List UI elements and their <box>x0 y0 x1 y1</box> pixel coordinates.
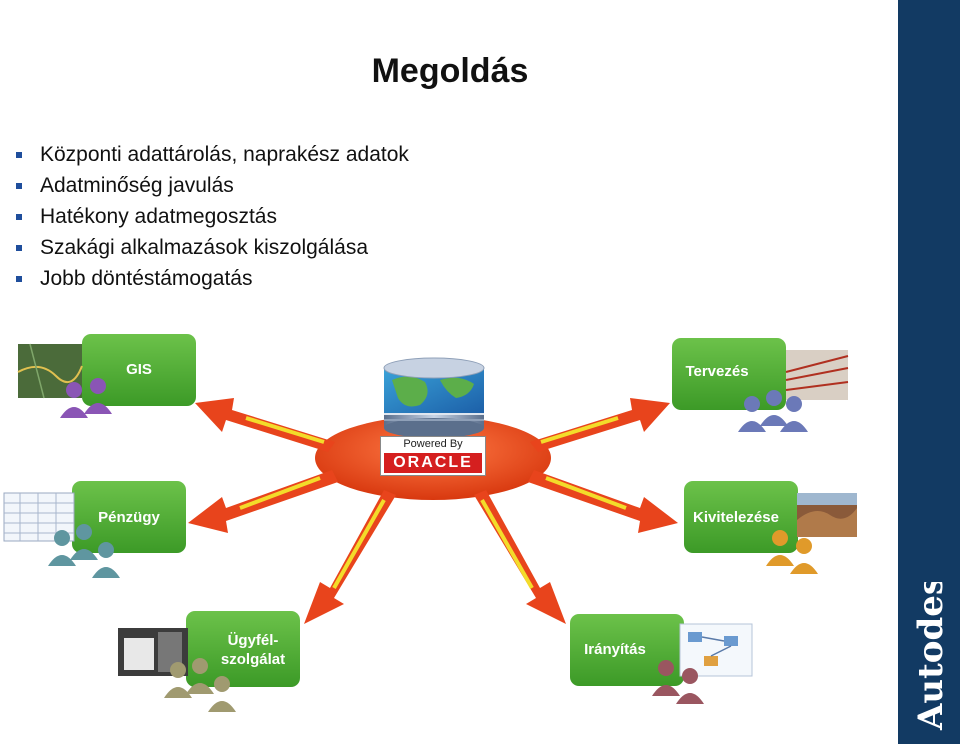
bullet-item: Hatékony adatmegosztás <box>14 201 409 232</box>
arrow-kivitelezes <box>528 470 678 533</box>
people-group-icon-penzugy <box>48 524 120 578</box>
node-label-penzugy: Pénzügy <box>98 509 160 526</box>
bullet-square-icon <box>16 152 22 158</box>
arrow-penzugy <box>188 470 338 533</box>
node-iranyitas <box>570 614 684 686</box>
node-penzugy <box>72 481 186 553</box>
arrow-ugyfelszolgalat <box>304 490 396 624</box>
bullet-square-icon <box>16 214 22 220</box>
network-diagram-thumbnail <box>679 623 753 677</box>
node-label-kivitelezes: Kivitelezése <box>693 509 779 526</box>
office-photo-thumbnail <box>118 628 188 676</box>
autodesk-logo-text: Autodesk <box>911 582 950 731</box>
node-label-ugyfelszolgalat-line2: szolgálat <box>220 651 286 668</box>
arrow-tervezes <box>530 398 670 452</box>
bullet-item: Jobb döntéstámogatás <box>14 263 409 294</box>
terrain-photo-thumbnail <box>797 493 857 537</box>
bullet-text: Hatékony adatmegosztás <box>40 205 277 228</box>
arrow-iranyitas <box>474 490 566 624</box>
database-cylinder-icon <box>383 357 485 438</box>
node-kivitelezes <box>684 481 798 553</box>
bullet-square-icon <box>16 245 22 251</box>
bullet-text: Adatminőség javulás <box>40 174 234 197</box>
node-label-gis: GIS <box>126 361 152 378</box>
bullet-text: Központi adattárolás, naprakész adatok <box>40 143 409 166</box>
bullet-text: Jobb döntéstámogatás <box>40 267 253 290</box>
powered-by-text: Powered By <box>403 438 463 450</box>
people-group-icon-gis <box>60 378 112 418</box>
oracle-badge: Powered By ORACLE <box>380 436 486 476</box>
arrow-gis <box>195 398 335 452</box>
bullet-item: Szakági alkalmazások kiszolgálása <box>14 232 409 263</box>
oracle-logo: ORACLE <box>384 453 482 473</box>
bullet-item: Adatminőség javulás <box>14 170 409 201</box>
bullet-square-icon <box>16 183 22 189</box>
people-group-icon-tervezes <box>738 390 808 432</box>
people-group-icon-iranyitas <box>652 660 704 704</box>
hub-diagram <box>3 334 857 712</box>
brand-sidebar <box>898 0 960 744</box>
node-gis <box>82 334 196 406</box>
autodesk-logo: Autodesk <box>911 582 950 731</box>
bullet-square-icon <box>16 276 22 282</box>
node-label-tervezes: Tervezés <box>685 363 749 380</box>
page-title: Megoldás <box>371 52 529 90</box>
design-thumbnail <box>785 350 849 400</box>
bullet-list: Központi adattárolás, naprakész adatok A… <box>14 139 409 294</box>
node-ugyfelszolgalat <box>186 611 300 687</box>
people-group-icon-ugyfelszolgalat <box>164 658 236 712</box>
node-tervezes <box>672 338 786 410</box>
people-group-icon-kivitelezes <box>766 530 818 574</box>
bullet-item: Központi adattárolás, naprakész adatok <box>14 139 409 170</box>
bullet-text: Szakági alkalmazások kiszolgálása <box>40 236 368 259</box>
node-label-ugyfelszolgalat-line1: Ügyfél- <box>227 632 279 649</box>
node-label-iranyitas: Irányítás <box>584 641 646 658</box>
gis-map-thumbnail <box>17 343 83 399</box>
